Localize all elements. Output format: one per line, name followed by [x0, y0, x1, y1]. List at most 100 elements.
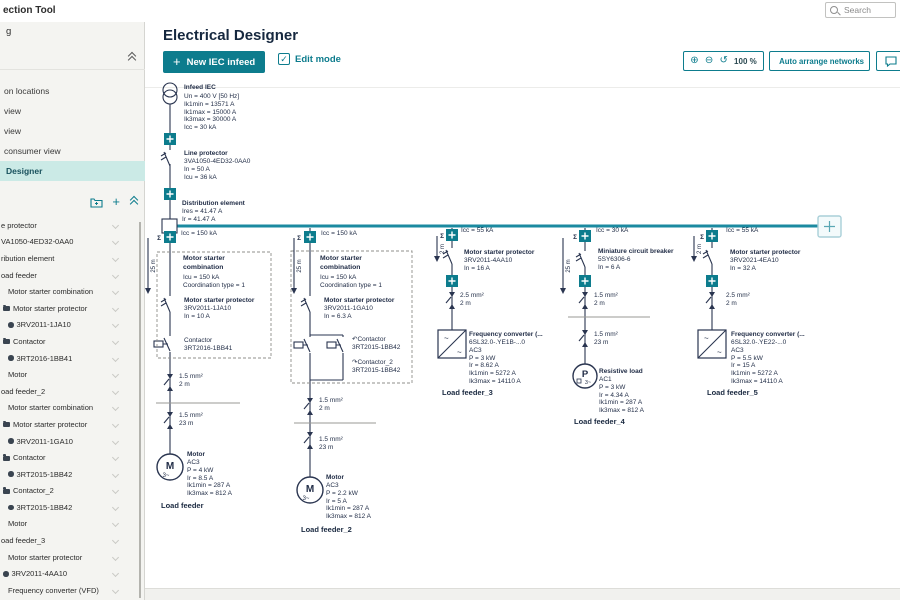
load-specs: AC3 P = 2.2 kW Ir = 5 A Ik1min = 287 A I…: [326, 482, 371, 521]
tree-item[interactable]: ribution element: [0, 250, 140, 267]
tree-item[interactable]: Motor: [0, 516, 140, 533]
motor-symbol[interactable]: M 3~: [156, 453, 184, 481]
tree-item[interactable]: e protector: [0, 217, 140, 234]
add-feeder-button[interactable]: [817, 215, 842, 238]
sidebar-scrollbar[interactable]: [139, 222, 141, 598]
cable-symbol[interactable]: [163, 411, 174, 430]
nav-item-view-2[interactable]: view: [4, 126, 22, 136]
tree-item[interactable]: Motor starter protector: [0, 300, 140, 317]
breaker-symbol[interactable]: [160, 297, 171, 313]
device-specs: 3RV2021-4EA10 In = 32 A: [730, 257, 779, 272]
device-specs: 3RV2011-1GA10 In = 6.3 A: [324, 305, 373, 320]
feeder-icc-label: Icc = 150 kA: [181, 230, 217, 237]
breaker-symbol[interactable]: [575, 252, 586, 268]
load-title: Frequency converter (...: [469, 331, 543, 338]
zoom-controls: ⊕ ⊖ ↺ 100 %: [683, 51, 764, 71]
cable-symbol[interactable]: [578, 329, 589, 348]
plus-node[interactable]: [445, 228, 459, 242]
device-icon: [8, 504, 14, 511]
tree-item[interactable]: Contactor_2: [0, 483, 140, 500]
device-icon: [8, 322, 14, 328]
tree-item[interactable]: VA1050-4ED32-0AA0: [0, 234, 140, 251]
search-input[interactable]: [842, 4, 894, 16]
plus-node[interactable]: [578, 229, 592, 243]
combo-title: Motor starter combination: [183, 255, 225, 271]
nav-item-electrical-designer[interactable]: Designer: [0, 161, 145, 181]
plus-node[interactable]: [705, 274, 719, 288]
feeder-name: Load feeder_5: [707, 388, 758, 397]
plus-node[interactable]: [163, 187, 177, 201]
load-symbol[interactable]: P 3~: [572, 363, 598, 389]
distribution-symbol[interactable]: [161, 218, 178, 234]
vfd-symbol[interactable]: ~ ~: [697, 329, 727, 359]
contactor-symbol[interactable]: [293, 338, 311, 353]
breaker-symbol[interactable]: [160, 151, 171, 167]
plus-node[interactable]: [705, 229, 719, 243]
cable-label: 1.5 mm² 23 m: [319, 436, 343, 451]
main-header: Electrical Designer + New IEC infeed ✓ E…: [145, 22, 900, 88]
vfd-symbol[interactable]: ~ ~: [437, 329, 467, 359]
tree-item[interactable]: Motor starter combination: [0, 400, 140, 417]
cable-symbol[interactable]: [303, 431, 314, 450]
tree-item[interactable]: Motor starter protector: [0, 549, 140, 566]
cable-symbol[interactable]: [578, 291, 589, 310]
tree-item[interactable]: 3RV2011-1JA10: [0, 317, 140, 334]
nav-item-view-1[interactable]: view: [4, 106, 22, 116]
cable-symbol[interactable]: [163, 373, 174, 392]
load-title: Resistive load: [599, 368, 643, 375]
tree-item[interactable]: Contactor: [0, 333, 140, 350]
contactor-symbol[interactable]: [326, 338, 344, 353]
zoom-out-icon[interactable]: ⊖: [704, 55, 714, 66]
plus-node[interactable]: [445, 274, 459, 288]
tree-item[interactable]: oad feeder_2: [0, 383, 140, 400]
tree-item[interactable]: Frequency converter (VFD): [0, 582, 140, 599]
tree-item[interactable]: 3RV2011-1GA10: [0, 433, 140, 450]
svg-text:M: M: [306, 484, 314, 495]
tree-item[interactable]: 3RV2011-4AA10: [0, 565, 140, 582]
tree-item[interactable]: oad feeder: [0, 267, 140, 284]
plus-node[interactable]: [163, 230, 177, 244]
plus-node[interactable]: [163, 132, 177, 146]
tree-item[interactable]: Contactor: [0, 449, 140, 466]
tree-item[interactable]: 3RT2016-1BB41: [0, 350, 140, 367]
tree-item[interactable]: Motor: [0, 366, 140, 383]
cable-label: 1.5 mm² 2 m: [319, 397, 343, 412]
zoom-reset-icon[interactable]: ↺: [719, 55, 728, 66]
plus-node[interactable]: [303, 230, 317, 244]
checkbox-checked-icon[interactable]: ✓: [278, 53, 290, 65]
infeed-title: Infeed IEC: [184, 84, 216, 91]
tree-item[interactable]: 3RT2015-1BB42: [0, 499, 140, 516]
horizontal-scrollbar[interactable]: [145, 588, 900, 600]
infeed-symbol[interactable]: [162, 82, 178, 105]
cable-symbol[interactable]: [705, 291, 716, 310]
new-iec-infeed-button[interactable]: + New IEC infeed: [163, 51, 266, 73]
svg-text:P: P: [582, 369, 589, 380]
tree-item[interactable]: 3RT2015-1BB42: [0, 466, 140, 483]
breaker-symbol[interactable]: [702, 249, 713, 265]
search-box[interactable]: [825, 2, 896, 18]
tree-item[interactable]: Motor starter combination: [0, 283, 140, 300]
svg-text:~: ~: [457, 348, 462, 357]
add-element-icon[interactable]: +: [112, 194, 120, 209]
tree-item[interactable]: oad feeder_3: [0, 532, 140, 549]
search-icon: [830, 6, 838, 14]
nav-item-consumer-view[interactable]: consumer view: [4, 146, 61, 156]
contactor-label: Contactor 3RT2016-1BB41: [184, 337, 233, 352]
nav-item-locations[interactable]: on locations: [4, 86, 50, 96]
breaker-symbol[interactable]: [300, 297, 311, 313]
zoom-in-icon[interactable]: ⊕: [690, 55, 699, 66]
cable-symbol[interactable]: [303, 397, 314, 416]
cable-label: 1.5 mm² 23 m: [179, 412, 203, 427]
comment-button[interactable]: [876, 51, 900, 71]
contactor-symbol[interactable]: [153, 337, 171, 352]
auto-arrange-button[interactable]: Auto arrange networks: [769, 51, 870, 71]
motor-symbol[interactable]: M 3~: [296, 476, 324, 504]
plus-node[interactable]: [578, 274, 592, 288]
edit-mode-toggle[interactable]: ✓ Edit mode: [278, 53, 341, 65]
plus-icon: +: [173, 54, 181, 69]
tree-item[interactable]: Motor starter protector: [0, 416, 140, 433]
svg-text:M: M: [166, 461, 174, 472]
add-folder-icon[interactable]: [90, 197, 103, 208]
cable-label: 1.5 mm² 2 m: [179, 373, 203, 388]
cable-symbol[interactable]: [445, 291, 456, 310]
